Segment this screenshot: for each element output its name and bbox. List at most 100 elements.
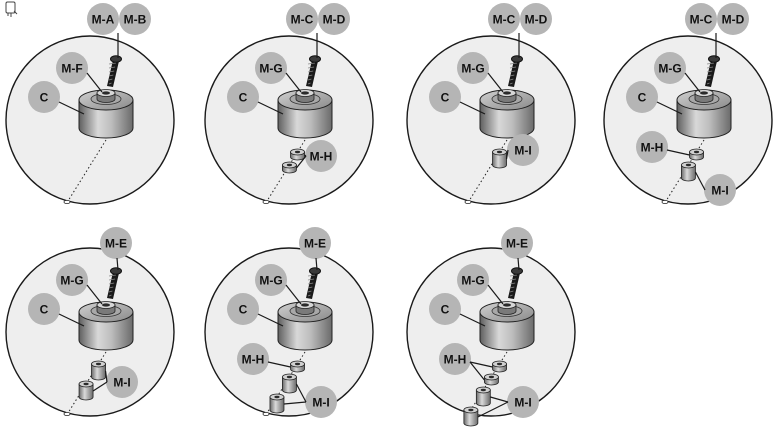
panel-1: M-A M-B M-F C — [5, 3, 175, 205]
callout-m-h: M-H — [439, 343, 471, 375]
callout-m-i: M-I — [507, 386, 539, 418]
callout-m-g: M-G — [654, 52, 686, 84]
callout-c-text: C — [239, 303, 248, 317]
panel-7: M-E M-G C M-H M-I — [406, 227, 576, 427]
callout-m-i-text: M-I — [113, 376, 130, 390]
callout-m-h-text: M-H — [641, 141, 664, 155]
callout-m-g-text: M-G — [658, 62, 681, 76]
callout-m-c-text: M-C — [493, 13, 516, 27]
callout-m-e-text: M-E — [506, 237, 528, 251]
callout-m-b: M-B — [119, 3, 151, 35]
callout-c: C — [28, 293, 60, 325]
callout-m-e: M-E — [299, 227, 331, 259]
small-spacer — [290, 360, 305, 373]
main-cylinder — [676, 89, 732, 139]
callout-m-i-text: M-I — [514, 396, 531, 410]
panel-2: M-C M-D M-G C M-H — [204, 3, 374, 205]
callout-m-c: M-C — [286, 3, 318, 35]
callout-c-text: C — [40, 91, 49, 105]
panel-5: M-E M-G C M-I — [5, 227, 175, 417]
callout-m-c-text: M-C — [291, 13, 314, 27]
screw — [508, 267, 523, 299]
callout-m-g: M-G — [255, 52, 287, 84]
callout-c-text: C — [40, 303, 49, 317]
panel-4: M-C M-D M-G C M-H M-I — [603, 3, 773, 206]
small-spacer — [689, 148, 704, 161]
screw — [306, 267, 321, 299]
callout-m-g: M-G — [457, 264, 489, 296]
callout-m-g-text: M-G — [60, 274, 83, 288]
callout-m-h: M-H — [305, 140, 337, 172]
callout-c-text: C — [239, 91, 248, 105]
callout-m-d-text: M-D — [722, 13, 745, 27]
callout-m-h-text: M-H — [444, 353, 467, 367]
mounting-hole — [661, 199, 669, 204]
small-spacer — [282, 161, 297, 174]
screw — [107, 267, 122, 299]
callout-m-e: M-E — [100, 227, 132, 259]
standoff — [91, 360, 106, 381]
callout-m-f-text: M-F — [61, 62, 82, 76]
callout-m-i-text: M-I — [514, 144, 531, 158]
callout-m-c-text: M-C — [690, 13, 713, 27]
callout-m-g-text: M-G — [461, 274, 484, 288]
mounting-hole — [63, 199, 71, 204]
mounting-hole — [63, 411, 71, 416]
panel-6: M-E M-G C M-H M-I — [204, 227, 374, 418]
callout-m-d: M-D — [520, 3, 552, 35]
callout-m-g: M-G — [56, 264, 88, 296]
callout-m-d-text: M-D — [323, 13, 346, 27]
callout-m-i-text: M-I — [312, 396, 329, 410]
callout-m-g: M-G — [255, 264, 287, 296]
small-spacer — [492, 360, 507, 373]
callout-m-i: M-I — [305, 386, 337, 418]
mounting-hole — [262, 411, 270, 416]
callout-c-text: C — [441, 303, 450, 317]
callout-m-d: M-D — [318, 3, 350, 35]
callout-c: C — [626, 81, 658, 113]
screw — [107, 55, 122, 87]
callout-m-i: M-I — [507, 134, 539, 166]
callout-m-e-text: M-E — [304, 237, 326, 251]
callout-m-a: M-A — [87, 3, 119, 35]
mounting-hole — [262, 199, 270, 204]
callout-c-text: C — [638, 91, 647, 105]
callout-m-g: M-G — [457, 52, 489, 84]
main-cylinder — [277, 89, 333, 139]
callout-m-e-text: M-E — [105, 237, 127, 251]
callout-c: C — [429, 81, 461, 113]
callout-m-i: M-I — [106, 366, 138, 398]
main-cylinder — [479, 301, 535, 351]
small-spacer — [290, 148, 305, 161]
callout-m-b-text: M-B — [124, 13, 147, 27]
callout-m-f: M-F — [56, 52, 88, 84]
tablet-hand-icon — [5, 1, 18, 17]
callout-m-g-text: M-G — [259, 274, 282, 288]
small-spacer — [484, 373, 499, 386]
callout-m-h: M-H — [636, 131, 668, 163]
standoff — [78, 380, 94, 401]
main-cylinder — [277, 301, 333, 351]
screw — [306, 55, 321, 87]
standoff — [681, 161, 696, 182]
callout-m-g-text: M-G — [259, 62, 282, 76]
standoff — [269, 393, 285, 414]
callout-c: C — [429, 293, 461, 325]
callout-m-e: M-E — [501, 227, 533, 259]
callout-m-c: M-C — [685, 3, 717, 35]
standoff — [492, 148, 507, 169]
callout-m-d: M-D — [717, 3, 749, 35]
callout-m-g-text: M-G — [461, 62, 484, 76]
mounting-hole — [464, 199, 472, 204]
main-cylinder — [78, 89, 134, 139]
standoff — [463, 406, 479, 427]
callout-m-h-text: M-H — [242, 353, 265, 367]
screw — [508, 55, 523, 87]
callout-m-h: M-H — [237, 343, 269, 375]
main-cylinder — [78, 301, 134, 351]
panel-3: M-C M-D M-GC M-I — [406, 3, 576, 205]
callout-c: C — [227, 81, 259, 113]
callout-m-i: M-I — [704, 174, 736, 206]
callout-m-d-text: M-D — [525, 13, 548, 27]
